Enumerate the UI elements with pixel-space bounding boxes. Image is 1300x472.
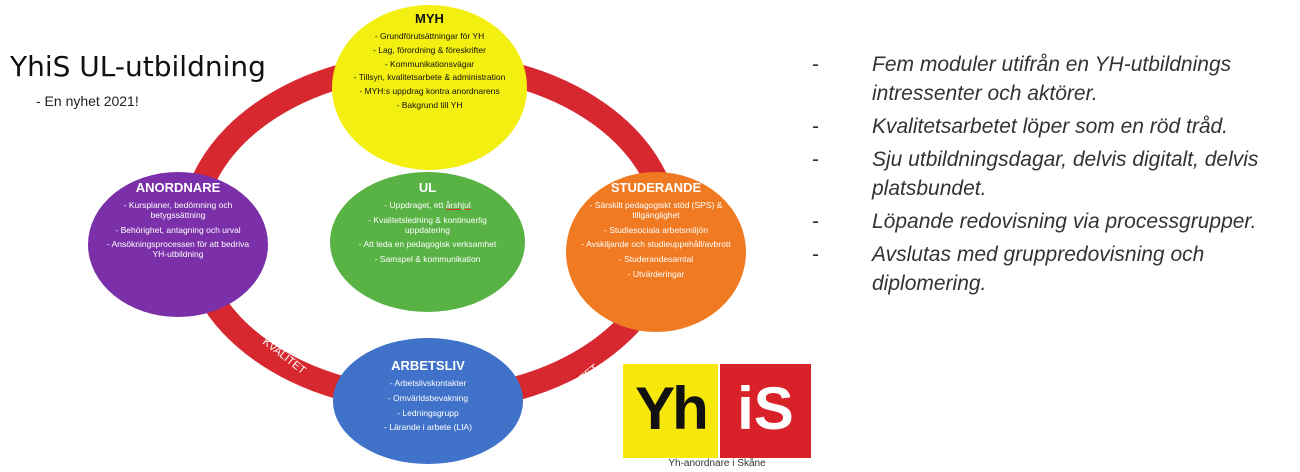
ul-title: UL [418, 180, 437, 195]
ul-item-prefix: - Uppdraget, ett [384, 200, 446, 210]
ul-module: UL - Uppdraget, ett årshjul - Kvalitetsl… [330, 172, 525, 312]
yhis-logo: Yh iS [623, 364, 811, 458]
myh-item: - Grundförutsättningar för YH [374, 31, 485, 41]
myh-item: - Lag, förordning & föreskrifter [373, 44, 486, 55]
bullet-text: Sju utbildningsdagar, delvis digitalt, d… [872, 148, 1259, 200]
arbetsliv-item: - Lärande i arbete (LIA) [384, 422, 472, 433]
arbetsliv-item: - Omvärldsbevakning [387, 392, 469, 403]
arbetsliv-items: - Arbetslivskontakter - Omvärldsbevaknin… [384, 378, 472, 438]
logo-is-block: iS [720, 364, 811, 458]
summary-bullet-list: - Fem moduler utifrån en YH-utbildnings i… [812, 50, 1292, 302]
studerande-item: - Avskiljande och studieuppehåll/avbrott [581, 239, 731, 250]
logo-yh-block: Yh [623, 364, 718, 458]
anordnare-items: - Kursplaner, bedömning och betygssättni… [104, 200, 252, 265]
bullet-dash: - [812, 115, 819, 138]
ul-item-underlined: årshjul [445, 200, 471, 210]
summary-bullet: - Löpande redovisning via processgrupper. [812, 207, 1292, 236]
bullet-dash: - [812, 210, 819, 233]
bullet-dash: - [812, 53, 819, 76]
ul-item: - Uppdraget, ett årshjul [348, 200, 507, 211]
studerande-item: - Studerandesamtal [618, 254, 694, 265]
studerande-items: - Särskilt pedagogiskt stöd (SPS) & till… [580, 200, 732, 285]
anordnare-module: ANORDNARE - Kursplaner, bedömning och be… [88, 172, 268, 317]
arbetsliv-title: ARBETSLIV [391, 358, 465, 373]
ul-items: - Uppdraget, ett årshjul - Kvalitetsledn… [348, 200, 507, 270]
bullet-text: Löpande redovisning via processgrupper. [872, 210, 1257, 233]
ul-item: - Samspel & kommunikation [374, 254, 481, 265]
page-title: YhiS UL-utbildning [10, 50, 266, 83]
page-subtitle: - En nyhet 2021! [36, 93, 139, 109]
ring-label-top-left: KVALITET [248, 131, 294, 174]
myh-title: MYH [415, 11, 444, 26]
studerande-item: - Utvärderingar [627, 268, 685, 279]
arbetsliv-module: ARBETSLIV - Arbetslivskontakter - Omvärl… [333, 338, 523, 464]
summary-bullet: - Fem moduler utifrån en YH-utbildnings i… [812, 50, 1292, 108]
anordnare-item: - Behörighet, antagning och urval [115, 224, 241, 235]
studerande-title: STUDERANDE [610, 180, 702, 195]
myh-item: - Kommunikationsvägar [384, 58, 475, 69]
anordnare-title: ANORDNARE [135, 180, 221, 195]
logo-is-text: iS [737, 375, 794, 442]
summary-bullet: - Kvalitetsarbetet löper som en röd tråd. [812, 112, 1292, 141]
bullet-text: Avslutas med gruppredovisning och diplom… [872, 243, 1205, 295]
anordnare-item: - Kursplaner, bedömning och betygssättni… [123, 200, 233, 220]
summary-bullet: - Avslutas med gruppredovisning och diplo… [812, 240, 1292, 298]
studerande-item: - Särskilt pedagogiskt stöd (SPS) & till… [589, 200, 723, 220]
bullet-text: Fem moduler utifrån en YH-utbildnings in… [872, 53, 1232, 105]
myh-item: - Tillsyn, kvalitetsarbete & administrat… [353, 72, 506, 83]
arbetsliv-item: - Ledningsgrupp [397, 407, 459, 418]
ul-item: - Att leda en pedagogisk verksamhet [358, 239, 497, 250]
arbetsliv-item: - Arbetslivskontakter [389, 378, 467, 388]
summary-bullet: - Sju utbildningsdagar, delvis digitalt, … [812, 145, 1292, 203]
bullet-dash: - [812, 148, 819, 171]
myh-item: - MYH:s uppdrag kontra anordnarens [359, 86, 500, 97]
logo-yh-text: Yh [635, 375, 709, 442]
bullet-dash: - [812, 243, 819, 266]
studerande-item: - Studiesociala arbetsmiljön [604, 224, 708, 235]
logo-caption: Yh-anordnare i Skåne [668, 458, 766, 469]
myh-items: - Grundförutsättningar för YH - Lag, för… [353, 31, 506, 115]
myh-item: - Bakgrund till YH [396, 99, 463, 110]
anordnare-item: - Ansökningsprocessen för att bedriva YH… [106, 239, 250, 260]
myh-module: MYH - Grundförutsättningar för YH - Lag,… [332, 5, 527, 170]
ul-item: - Kvalitetsledning & kontinuerlig uppdat… [368, 214, 487, 235]
studerande-module: STUDERANDE - Särskilt pedagogiskt stöd (… [566, 172, 746, 332]
bullet-text: Kvalitetsarbetet löper som en röd tråd. [872, 115, 1229, 138]
